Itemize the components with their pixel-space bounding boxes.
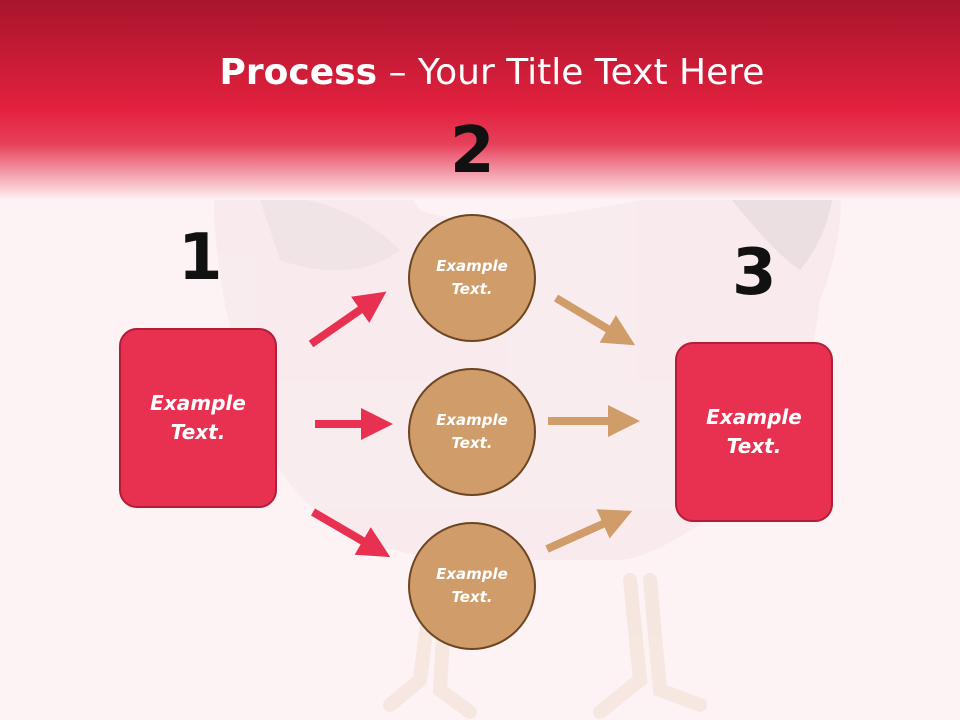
step-box-1-line2: Text. <box>170 420 226 444</box>
step-circle-bottom-line2: Text. <box>451 588 493 606</box>
step-circle-middle: Example Text. <box>408 368 536 496</box>
step-circle-middle-line2: Text. <box>451 434 493 452</box>
title-bold: Process <box>219 52 378 93</box>
step-box-3: Example Text. <box>675 342 833 522</box>
slide-title: Process – Your Title Text Here <box>0 52 960 93</box>
step-circle-top-line1: Example <box>436 257 508 275</box>
arrow-red-down <box>310 508 391 558</box>
title-rest: – Your Title Text Here <box>377 52 765 93</box>
step-number-2: 2 <box>450 114 495 188</box>
step-number-3: 3 <box>732 236 777 310</box>
arrow-red-up <box>308 291 387 348</box>
arrow-tan-down <box>553 294 636 346</box>
step-circle-top-line2: Text. <box>451 280 493 298</box>
step-box-3-line2: Text. <box>726 434 782 458</box>
step-circle-top: Example Text. <box>408 214 536 342</box>
step-box-3-line1: Example <box>706 405 802 429</box>
step-box-1-line1: Example <box>150 391 246 415</box>
step-number-1: 1 <box>178 221 223 295</box>
step-box-1: Example Text. <box>119 328 277 508</box>
step-circle-middle-line1: Example <box>436 411 508 429</box>
step-circle-bottom: Example Text. <box>408 522 536 650</box>
step-circle-bottom-line1: Example <box>436 565 508 583</box>
arrow-tan-up <box>545 509 633 553</box>
